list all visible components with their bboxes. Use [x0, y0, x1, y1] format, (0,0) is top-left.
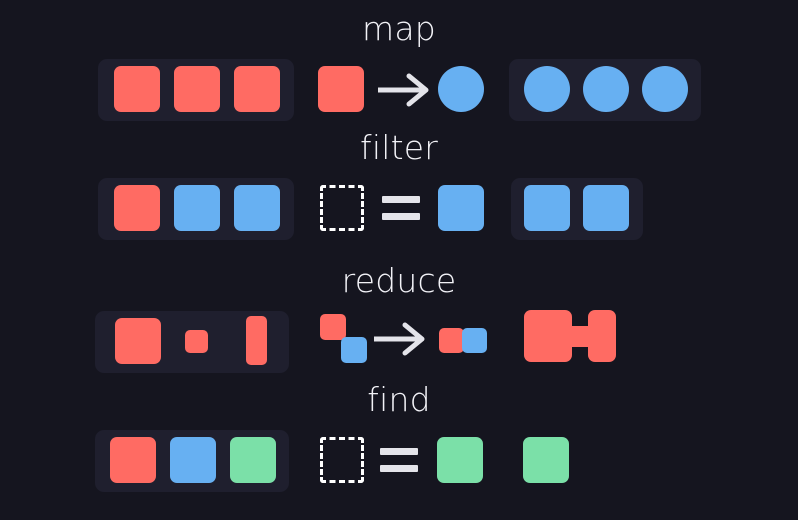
row-title-find: find [367, 380, 431, 419]
arrow-right-icon [376, 70, 432, 110]
filter-input-item-2 [174, 185, 220, 231]
equals-icon [380, 448, 418, 472]
find-predicate-placeholder [320, 437, 364, 483]
filter-output-item-1 [524, 185, 570, 231]
row-title-map: map [362, 9, 436, 48]
filter-input-item-1 [114, 185, 160, 231]
find-input-item-2 [170, 437, 216, 483]
find-predicate-match [437, 437, 483, 483]
map-output-item-3 [642, 66, 688, 112]
arrow-right-icon [372, 319, 428, 359]
row-reduce: reduce [0, 252, 798, 382]
find-output-item-1 [523, 437, 569, 483]
map-input-item-3 [234, 66, 280, 112]
row-filter: filter [0, 119, 798, 249]
row-find: find [0, 371, 798, 501]
filter-output-item-2 [583, 185, 629, 231]
reduce-combined-red [439, 328, 464, 353]
find-input-item-3 [230, 437, 276, 483]
map-output-item-2 [583, 66, 629, 112]
reduce-accumulator-red [320, 314, 346, 340]
filter-predicate-placeholder [320, 185, 364, 231]
map-input-item-2 [174, 66, 220, 112]
reduce-accumulator-blue [341, 337, 367, 363]
row-map: map [0, 0, 798, 130]
map-input-item-1 [114, 66, 160, 112]
filter-predicate-match [438, 185, 484, 231]
filter-input-item-3 [234, 185, 280, 231]
equals-icon [382, 196, 420, 220]
map-transform-source [318, 66, 364, 112]
row-title-reduce: reduce [341, 261, 457, 300]
reduce-output-merged-shape [524, 310, 616, 362]
reduce-input-item-tall [246, 316, 267, 365]
map-output-item-1 [524, 66, 570, 112]
reduce-input-item-small [185, 330, 208, 353]
reduce-combined-blue [462, 328, 487, 353]
row-title-filter: filter [360, 128, 438, 167]
find-input-item-1 [110, 437, 156, 483]
map-transform-result [438, 66, 484, 112]
reduce-input-item-large [115, 318, 161, 364]
